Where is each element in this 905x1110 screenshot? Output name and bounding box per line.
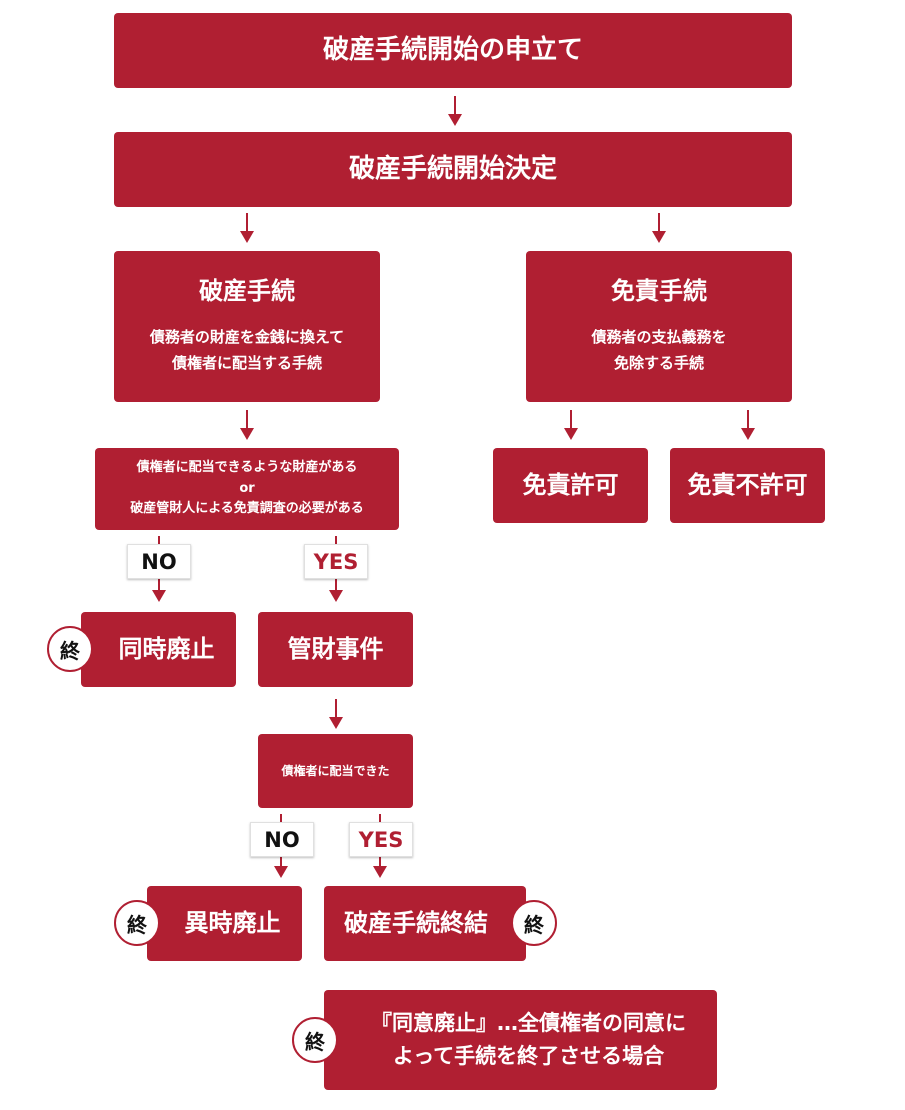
end-marker-asynchronous: 終 xyxy=(114,900,160,946)
consent-abolition-line2: よって手続を終了させる場合 xyxy=(392,1044,665,1068)
asynchronous-abolition-text: 異時廃止 xyxy=(184,909,281,938)
arrow-bankruptcy-to-condition1 xyxy=(240,410,254,440)
simultaneous-abolition-text: 同時廃止 xyxy=(118,635,215,664)
condition1-yes-text: YES xyxy=(313,549,359,574)
arrow-decision-to-bankruptcy xyxy=(240,213,254,243)
condition-distributed-box: 債権者に配当できた xyxy=(258,734,413,808)
discharge-denied-box: 免責不許可 xyxy=(670,448,825,523)
bankruptcy-procedure-desc-line1: 債務者の財産を金銭に換えて xyxy=(149,327,345,346)
asynchronous-abolition-box: 異時廃止 xyxy=(147,886,302,961)
petition-text: 破産手続開始の申立て xyxy=(322,34,583,65)
discharge-procedure-desc-line2: 免除する手続 xyxy=(613,353,704,372)
arrow-discharge-to-granted xyxy=(564,410,578,440)
trustee-case-box: 管財事件 xyxy=(258,612,413,687)
discharge-procedure-box: 免責手続 債務者の支払義務を 免除する手続 xyxy=(526,251,792,402)
bankruptcy-concluded-text: 破産手続終結 xyxy=(344,909,488,938)
condition-distributed-text: 債権者に配当できた xyxy=(281,763,390,778)
end-marker-consent-text: 終 xyxy=(305,1029,325,1054)
end-marker-asynchronous-text: 終 xyxy=(127,912,147,937)
consent-abolition-line1: 『同意廃止』…全債権者の同意に xyxy=(371,1011,686,1036)
bankruptcy-procedure-box: 破産手続 債務者の財産を金銭に換えて 債権者に配当する手続 xyxy=(114,251,380,402)
end-marker-consent: 終 xyxy=(292,1017,338,1063)
condition2-no-label: NO xyxy=(250,822,314,857)
condition-assets-box: 債権者に配当できるような財産がある or 破産管財人による免責調査の必要がある xyxy=(95,448,399,530)
discharge-procedure-title: 免責手続 xyxy=(611,276,707,305)
simultaneous-abolition-box: 同時廃止 xyxy=(81,612,236,687)
bankruptcy-procedure-desc-line2: 債権者に配当する手続 xyxy=(171,353,322,372)
consent-abolition-box: 『同意廃止』…全債権者の同意に よって手続を終了させる場合 xyxy=(324,990,717,1090)
trustee-case-text: 管財事件 xyxy=(287,635,384,664)
condition2-yes-label: YES xyxy=(349,822,413,857)
decision-box: 破産手続開始決定 xyxy=(114,132,792,207)
condition-assets-line3: 破産管財人による免責調査の必要がある xyxy=(130,501,364,517)
discharge-granted-box: 免責許可 xyxy=(493,448,648,523)
decision-text: 破産手続開始決定 xyxy=(348,153,557,184)
discharge-denied-text: 免責不許可 xyxy=(687,471,808,500)
arrow-discharge-to-denied xyxy=(741,410,755,440)
arrow-petition-to-decision xyxy=(448,96,462,126)
end-marker-concluded: 終 xyxy=(511,900,557,946)
condition-assets-line2: or xyxy=(239,480,255,496)
condition2-yes-text: YES xyxy=(358,827,404,852)
condition1-no-text: NO xyxy=(141,549,177,574)
discharge-granted-text: 免責許可 xyxy=(522,471,619,500)
end-marker-concluded-text: 終 xyxy=(524,912,544,937)
condition-assets-line1: 債権者に配当できるような財産がある xyxy=(136,459,358,475)
end-marker-simultaneous-text: 終 xyxy=(60,638,80,663)
discharge-procedure-desc-line1: 債務者の支払義務を xyxy=(591,327,727,346)
condition2-no-text: NO xyxy=(264,827,300,852)
bankruptcy-procedure-title: 破産手続 xyxy=(199,276,295,305)
petition-box: 破産手続開始の申立て xyxy=(114,13,792,88)
arrow-trustee-to-condition2 xyxy=(329,699,343,729)
condition1-no-label: NO xyxy=(127,544,191,579)
condition1-yes-label: YES xyxy=(304,544,368,579)
end-marker-simultaneous: 終 xyxy=(47,626,93,672)
bankruptcy-concluded-box: 破産手続終結 xyxy=(324,886,526,961)
arrow-decision-to-discharge xyxy=(652,213,666,243)
